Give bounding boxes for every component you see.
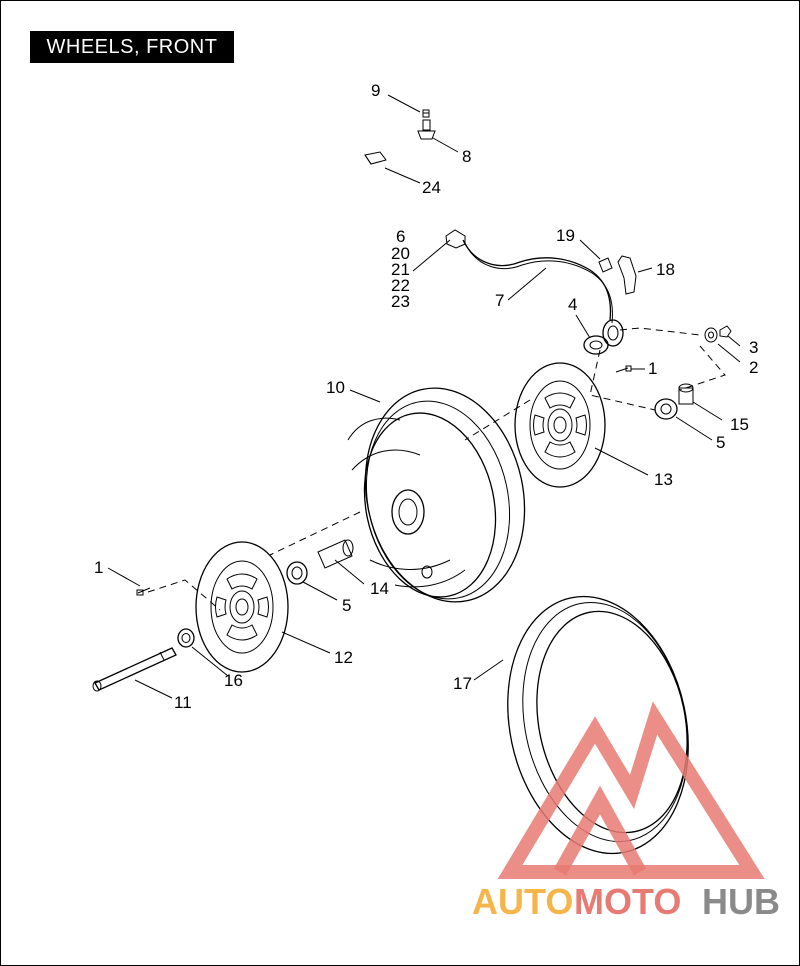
callout-11: 11 <box>174 693 192 712</box>
speed-sensor-part <box>445 229 613 324</box>
callout-5-left: 5 <box>342 596 351 615</box>
front-axle-part <box>92 647 177 692</box>
watermark-text-hub: HUB <box>702 881 780 922</box>
callout-15: 15 <box>730 415 749 434</box>
bearing-lower-part <box>286 561 308 585</box>
callout-1-left: 1 <box>94 558 103 577</box>
callout-3: 3 <box>749 338 758 357</box>
callout-9: 9 <box>371 81 380 100</box>
sensor-bracket-part <box>617 255 637 295</box>
brake-rotor-left <box>195 541 289 673</box>
callout-22: 22 <box>391 276 410 295</box>
callout-14: 14 <box>370 579 389 598</box>
callout-6: 6 <box>396 227 405 246</box>
callout-8: 8 <box>462 147 471 166</box>
spacer-right-part <box>678 383 694 405</box>
rotor-screw-right-part <box>615 365 632 373</box>
callout-10: 10 <box>326 378 345 397</box>
callout-23: 23 <box>391 292 410 311</box>
callout-2: 2 <box>749 358 758 377</box>
watermark-logo: AUTO MOTO HUB <box>472 701 780 922</box>
wheel-rim <box>347 387 526 603</box>
callout-19: 19 <box>556 226 575 245</box>
callout-13: 13 <box>654 470 673 489</box>
valve-stem-part <box>417 119 436 140</box>
callout-12: 12 <box>334 648 353 667</box>
callout-4: 4 <box>568 295 577 314</box>
washer-part <box>704 327 718 343</box>
axle-nut-part <box>719 325 732 338</box>
watermark-text-auto: AUTO <box>472 881 573 922</box>
axle-spacer-part <box>317 539 354 569</box>
callout-16: 16 <box>224 671 243 690</box>
sensor-clip-part <box>598 257 613 273</box>
diagram-title: WHEELS, FRONT <box>30 31 234 63</box>
callout-24: 24 <box>422 178 441 197</box>
callout-7: 7 <box>495 291 504 310</box>
valve-cap-part <box>422 109 430 118</box>
bearing-right-part <box>654 398 678 420</box>
callout-5-right: 5 <box>716 433 725 452</box>
callout-labels: 9 8 24 6 20 21 22 23 19 18 7 4 3 2 1 10 … <box>94 81 758 712</box>
callout-21: 21 <box>391 260 410 279</box>
sensor-ring-part <box>602 319 624 347</box>
brake-rotor-right <box>514 362 606 488</box>
axle-spacer-left-part <box>177 628 195 648</box>
callout-20: 20 <box>391 244 410 263</box>
callout-1-right: 1 <box>648 359 657 378</box>
watermark-text-moto: MOTO <box>574 881 681 922</box>
callout-18: 18 <box>656 260 675 279</box>
callout-17: 17 <box>453 674 472 693</box>
bearing-upper-part <box>583 335 609 355</box>
balance-weight-part <box>364 151 387 165</box>
leader-lines <box>107 94 741 699</box>
rotor-screw-left-part <box>136 587 151 596</box>
